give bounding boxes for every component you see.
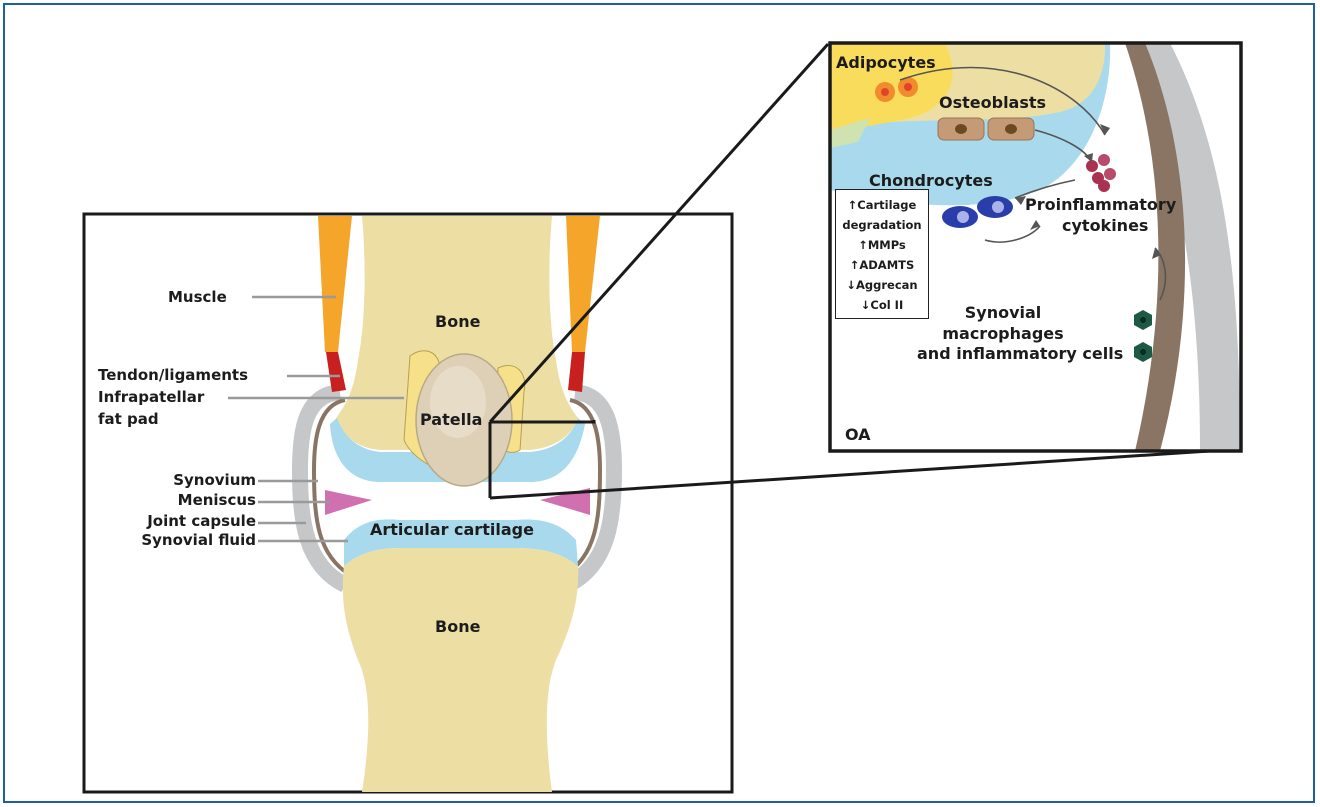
label-chondrocytes: Chondrocytes [869,171,993,190]
label-synovium: Synovium [173,471,256,489]
cytokine [1098,154,1110,166]
label-patella: Patella [420,410,482,429]
label-cytokines-line1: Proinflammatory [1025,195,1176,214]
label-osteoblasts: Osteoblasts [939,93,1046,112]
chondrocyte-nucleus [957,211,969,223]
label-joint-capsule: Joint capsule [147,512,256,530]
label-fat-pad-line1: Infrapatellar [98,388,204,406]
label-cytokines-line2: cytokines [1062,216,1148,235]
label-bone-top: Bone [435,312,480,331]
effect-item: ↑MMPs [836,235,928,255]
label-adipocytes: Adipocytes [836,53,936,72]
osteoblast-nucleus [955,124,967,134]
adipocyte-nucleus [904,83,912,91]
cytokine [1104,168,1116,180]
label-muscle: Muscle [168,288,227,306]
label-bone-bottom: Bone [435,617,480,636]
label-synovial-line1: Synovial [940,303,1066,322]
label-tendon-ligaments: Tendon/ligaments [98,366,248,384]
macrophage-nucleus [1140,317,1146,323]
label-synovial-line3: and inflammatory cells [917,344,1123,363]
effect-item: ↑Cartilage [836,195,928,215]
effects-box: ↑Cartilage degradation ↑MMPs ↑ADAMTS ↓Ag… [835,189,929,319]
effect-item: ↓Col II [836,295,928,315]
label-synovial-fluid: Synovial fluid [141,531,256,549]
adipocyte-nucleus [881,88,889,96]
osteoblast-nucleus [1005,124,1017,134]
cytokine [1098,180,1110,192]
effect-item: degradation [836,215,928,235]
label-synovial-line2: macrophages [930,324,1076,343]
macrophage-nucleus [1140,349,1146,355]
chondrocyte-nucleus [992,201,1004,213]
label-articular-cartilage: Articular cartilage [370,520,534,539]
label-meniscus: Meniscus [178,491,256,509]
label-oa: OA [845,425,871,444]
effect-item: ↓Aggrecan [836,275,928,295]
effect-item: ↑ADAMTS [836,255,928,275]
label-fat-pad-line2: fat pad [98,410,159,428]
tibia [343,548,578,792]
